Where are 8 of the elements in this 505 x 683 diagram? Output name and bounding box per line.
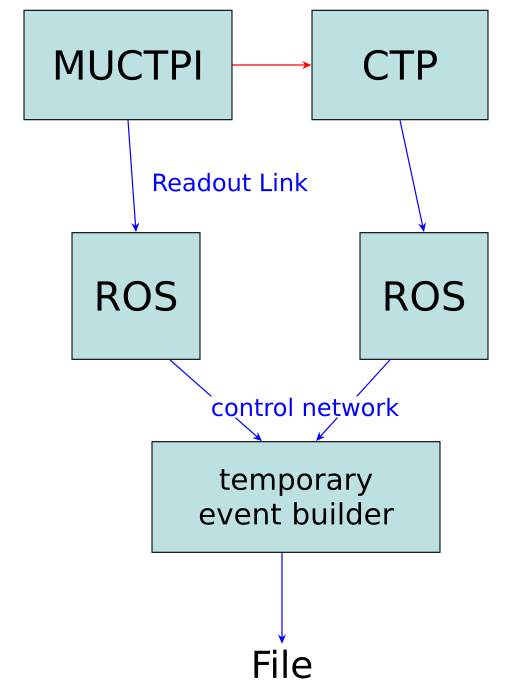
output-label: File (254, 650, 312, 678)
process-box: MUCTPI (23, 10, 233, 120)
process-box: ROS (71, 232, 201, 360)
edge-label: Readout Link (150, 172, 310, 193)
network-label: control network (210, 396, 400, 418)
process-box: ROS (359, 232, 489, 360)
process-box: CTP (311, 10, 489, 120)
process-box: temporary event builder (151, 441, 441, 553)
